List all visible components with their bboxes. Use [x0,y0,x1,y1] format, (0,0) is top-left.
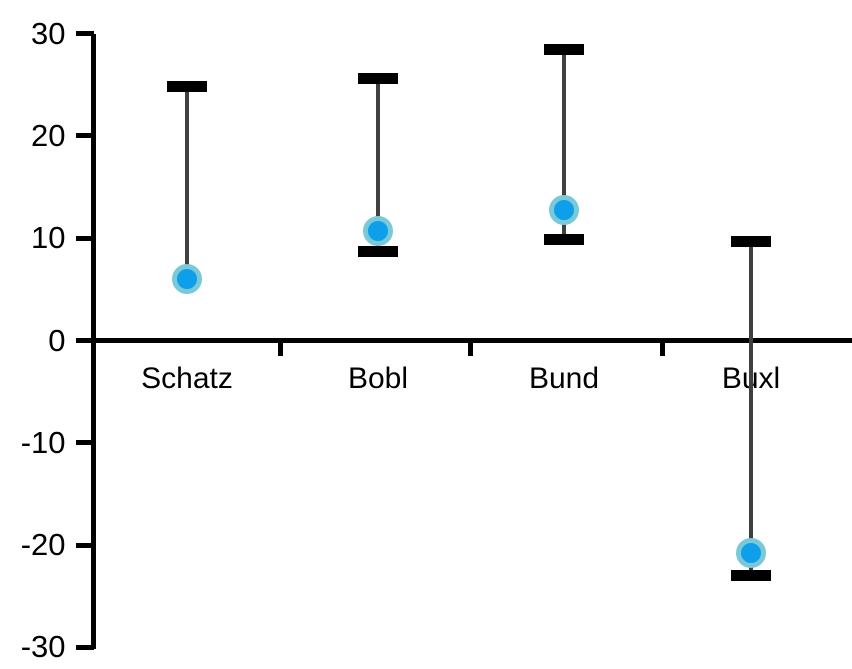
x-axis-tick [467,343,473,356]
range-stem [376,76,380,252]
data-point-marker [736,538,766,569]
range-stem [562,47,566,240]
data-point-marker [549,194,579,225]
y-axis-tick-label: 30 [31,15,66,51]
x-axis-category-label: Bobl [347,361,409,395]
y-axis-tick-label: -30 [20,629,66,665]
x-axis-category-label: Schatz [141,361,233,395]
y-axis-tick-label: 20 [31,117,66,153]
x-axis-tick [659,343,665,356]
high-cap [167,80,207,92]
low-cap [358,246,398,258]
y-axis-tick-label: 0 [48,322,66,358]
range-stem [185,84,189,280]
y-axis-tick [75,542,94,548]
y-axis-tick [75,644,94,650]
y-axis-tick [75,440,94,446]
y-axis-tick [75,235,94,241]
x-axis-tick [277,343,283,356]
y-axis-tick [75,31,94,37]
y-axis-tick-label: -20 [20,527,66,563]
y-axis-tick-label: -10 [20,424,66,460]
high-cap [731,236,771,248]
low-cap [544,234,584,246]
data-point-marker [172,264,202,295]
x-axis-category-label: Bund [528,361,600,395]
high-cap [358,72,398,84]
range-stem [749,240,753,575]
y-axis-tick [75,133,94,139]
data-point-marker [363,216,393,247]
high-cap [544,43,584,55]
low-cap [731,569,771,581]
x-axis-line [78,338,852,343]
y-axis-tick-label: 10 [31,220,66,256]
